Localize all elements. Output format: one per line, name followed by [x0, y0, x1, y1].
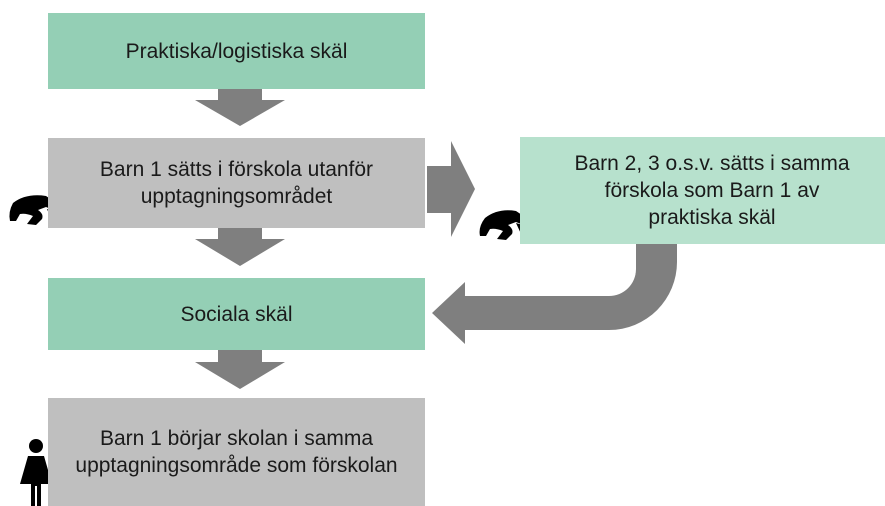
practical-reasons-box: Praktiska/logistiska skäl: [48, 13, 425, 89]
siblings-same-preschool-label: Barn 2, 3 o.s.v. sätts i samma förskola …: [574, 152, 850, 229]
down-arrow-3: [195, 350, 285, 389]
down-arrow-1: [195, 89, 285, 126]
siblings-same-preschool-box: Barn 2, 3 o.s.v. sätts i samma förskola …: [520, 137, 885, 244]
child1-school-label: Barn 1 börjar skolan i samma upptagnings…: [75, 427, 398, 477]
practical-reasons-label: Praktiska/logistiska skäl: [125, 39, 348, 63]
right-arrow: [427, 141, 475, 237]
child1-school-box: Barn 1 börjar skolan i samma upptagnings…: [48, 398, 425, 506]
child1-outside-area-box: Barn 1 sätts i förskola utanför upptagni…: [48, 138, 425, 228]
child1-outside-area-label: Barn 1 sätts i förskola utanför upptagni…: [99, 158, 374, 208]
social-reasons-label: Sociala skäl: [180, 302, 293, 326]
girl-standing-icon: [20, 439, 52, 506]
social-reasons-box: Sociala skäl: [48, 278, 425, 350]
curved-return-arrow: [432, 244, 677, 344]
down-arrow-2: [195, 228, 285, 266]
